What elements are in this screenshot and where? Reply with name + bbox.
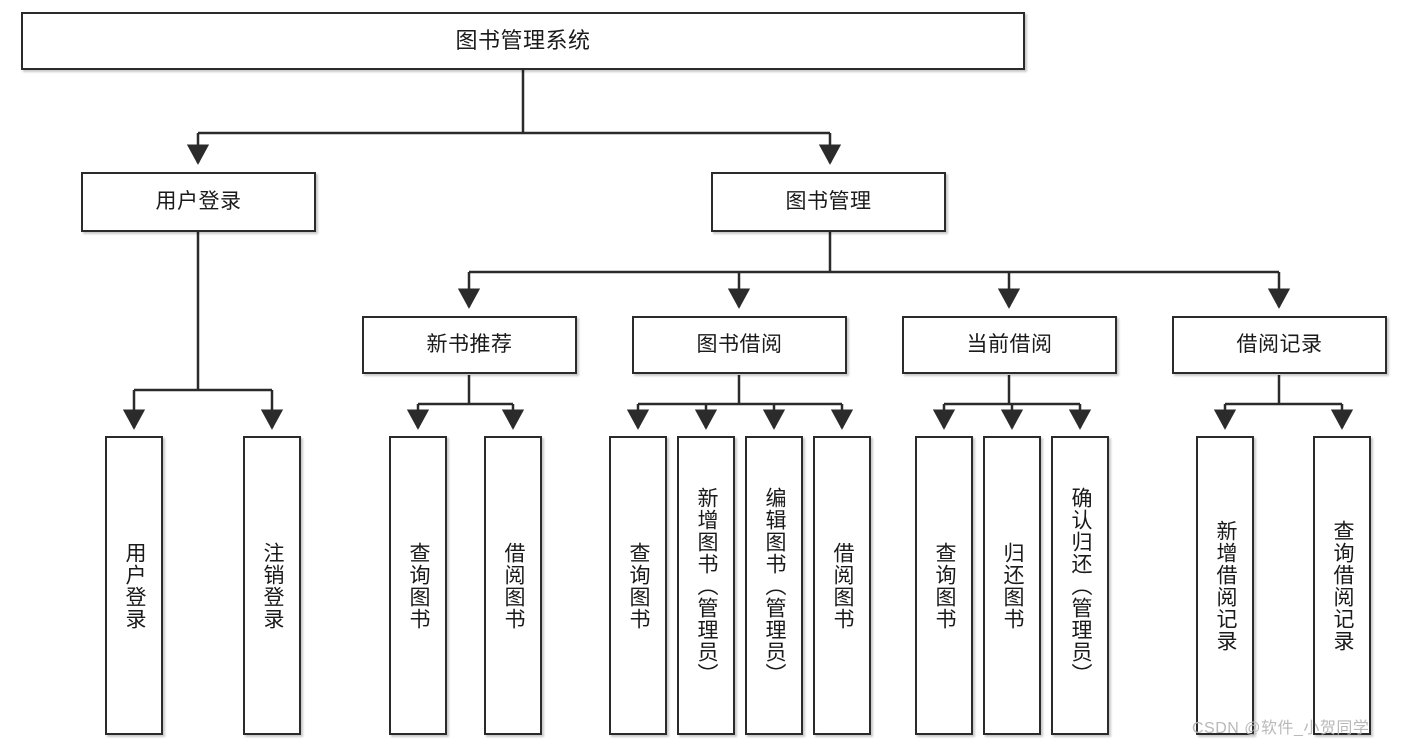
leaf-current-borrow-return-book[interactable]: 归还图书 [983,436,1041,735]
node-book-borrow[interactable]: 图书借阅 [632,316,847,374]
node-label: 新增借阅记录 [1214,519,1238,652]
node-label: 查询图书 [407,541,431,630]
node-new-book-recommend[interactable]: 新书推荐 [362,316,577,374]
node-label: 查询图书 [933,541,957,630]
leaf-new-book-query-book[interactable]: 查询图书 [389,436,447,735]
leaf-user-login-logout[interactable]: 注销登录 [243,436,301,735]
node-label: 确认归还（管理员） [1069,486,1093,685]
leaf-book-borrow-edit-book-admin[interactable]: 编辑图书（管理员） [745,436,803,735]
node-label: 查询借阅记录 [1331,519,1355,652]
node-label: 新增图书（管理员） [695,486,719,685]
leaf-new-book-borrow-book[interactable]: 借阅图书 [484,436,542,735]
node-label: 用户登录 [123,541,147,630]
node-label: 当前借阅 [966,332,1053,356]
leaf-current-borrow-confirm-return-admin[interactable]: 确认归还（管理员） [1051,436,1109,735]
node-user-login[interactable]: 用户登录 [81,172,316,232]
node-label: 借阅记录 [1236,332,1323,356]
node-book-management[interactable]: 图书管理 [711,172,946,232]
leaf-book-borrow-borrow-book[interactable]: 借阅图书 [813,436,871,735]
leaf-borrow-records-add-record[interactable]: 新增借阅记录 [1196,436,1254,735]
node-label: 借阅图书 [502,541,526,630]
node-borrow-records[interactable]: 借阅记录 [1172,316,1387,374]
node-label: 借阅图书 [831,541,855,630]
leaf-book-borrow-query-book[interactable]: 查询图书 [609,436,667,735]
node-label: 用户登录 [155,189,242,213]
leaf-borrow-records-query-record[interactable]: 查询借阅记录 [1313,436,1371,735]
leaf-current-borrow-query-book[interactable]: 查询图书 [915,436,973,735]
node-current-borrow[interactable]: 当前借阅 [902,316,1117,374]
node-label: 新书推荐 [426,332,513,356]
node-label: 图书管理系统 [455,28,591,54]
leaf-user-login-login[interactable]: 用户登录 [105,436,163,735]
leaf-book-borrow-add-book-admin[interactable]: 新增图书（管理员） [677,436,735,735]
csdn-watermark: CSDN @软件_小贺同学 [1192,720,1370,737]
node-label: 归还图书 [1001,541,1025,630]
node-label: 注销登录 [261,541,285,630]
node-label: 查询图书 [627,541,651,630]
node-root-book-management-system[interactable]: 图书管理系统 [21,12,1025,70]
node-label: 图书管理 [785,189,872,213]
node-label: 图书借阅 [696,332,783,356]
node-label: 编辑图书（管理员） [763,486,787,685]
